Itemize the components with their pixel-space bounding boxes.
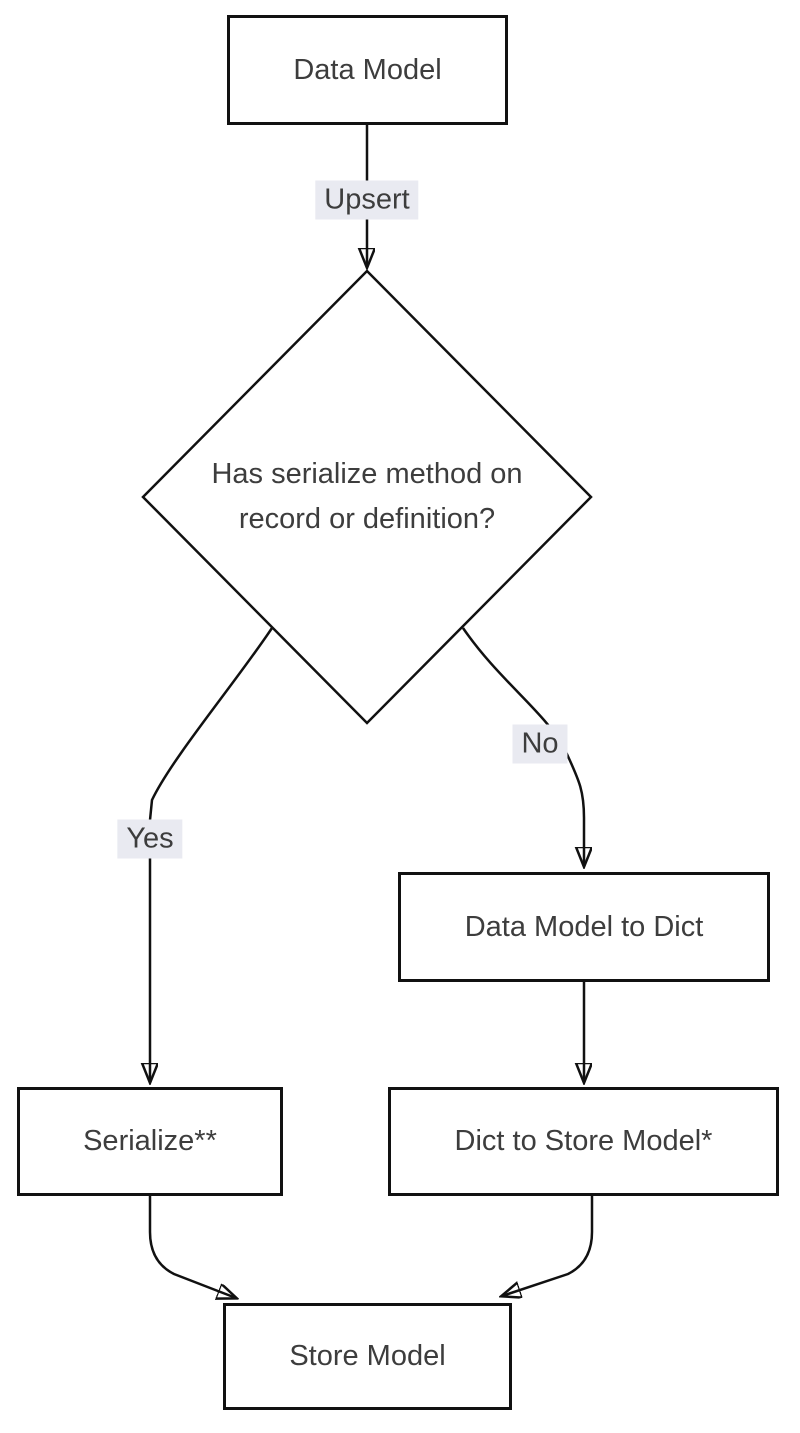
flowchart-node-dict-to-store-model: Dict to Store Model* <box>388 1087 779 1196</box>
node-label-dict-to-store-model: Dict to Store Model* <box>454 1125 713 1157</box>
edge-label-yes: Yes <box>117 819 183 859</box>
decision-diamond-shape <box>141 269 593 725</box>
edge-label-no: No <box>512 724 568 764</box>
flowchart-node-store-model: Store Model <box>223 1303 512 1410</box>
node-label-store-model: Store Model <box>289 1340 446 1372</box>
node-label-serialize: Serialize** <box>83 1125 217 1157</box>
edge-dict-to-store-line <box>502 1196 594 1296</box>
flowchart-node-data-model-to-dict: Data Model to Dict <box>398 872 770 982</box>
node-label-data-model-to-dict: Data Model to Dict <box>464 910 704 943</box>
flowchart-node-data-model: Data Model <box>227 15 508 125</box>
flowchart-node-serialize: Serialize** <box>17 1087 283 1196</box>
flowchart-node-decision-label: Has serialize method on record or defini… <box>211 458 523 535</box>
node-label-data-model: Data Model <box>293 53 442 86</box>
edge-yes-line <box>150 627 274 1082</box>
edge-label-upsert: Upsert <box>315 180 419 220</box>
edge-serialize-to-store-line <box>148 1196 236 1298</box>
